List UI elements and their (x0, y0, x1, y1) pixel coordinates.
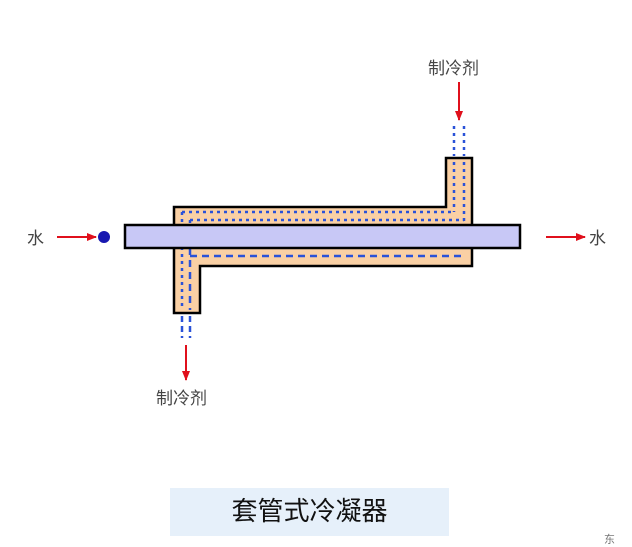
label-water-out: 水 (589, 229, 606, 249)
caption-box: 套管式冷凝器 (170, 488, 449, 536)
label-refrigerant-out: 制冷剂 (156, 389, 207, 409)
label-refrigerant-in: 制冷剂 (428, 59, 479, 79)
caption-title: 套管式冷凝器 (231, 497, 388, 527)
water-inlet-dot (98, 231, 110, 243)
corner-mark: 东 (604, 533, 615, 546)
label-water-in: 水 (27, 229, 44, 249)
inner-water-tube (123, 223, 522, 250)
refrigerant-flow-lines (180, 126, 466, 338)
